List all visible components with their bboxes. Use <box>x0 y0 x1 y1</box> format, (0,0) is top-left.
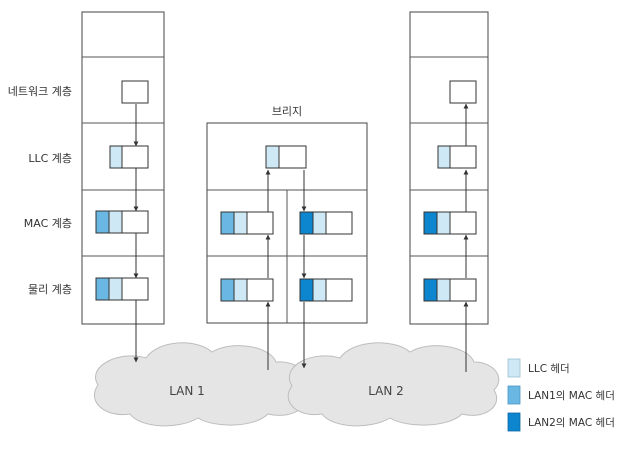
bridge-lan1-mac-packet <box>220 211 274 235</box>
lan1-mac-header-mark <box>95 210 110 234</box>
layer-label-mac: MAC 계층 <box>24 217 72 230</box>
llc-header-mark <box>436 278 451 302</box>
left-network-packet <box>121 80 149 104</box>
right-llc-packet <box>437 145 477 169</box>
lan2-cloud <box>287 342 500 427</box>
llc-header-mark <box>312 211 327 235</box>
legend-llc-label: LLC 헤더 <box>528 362 570 375</box>
lan1-mac-header-mark <box>220 278 235 302</box>
legend-llc-swatch <box>507 358 521 378</box>
right-physical-packet <box>423 278 477 302</box>
bridge-lan2-physical-packet <box>299 278 353 302</box>
lan2-mac-header-mark <box>299 211 314 235</box>
lan1-label: LAN 1 <box>169 384 205 398</box>
lan1-mac-header-mark <box>95 277 110 301</box>
layer-label-physical: 물리 계층 <box>28 283 72 296</box>
legend: LLC 헤더 LAN1의 MAC 헤더 LAN2의 MAC 헤더 <box>507 358 615 432</box>
right-mac-packet <box>423 211 477 235</box>
llc-header-mark <box>233 278 248 302</box>
bridge-label: 브리지 <box>272 105 302 118</box>
left-mac-packet <box>95 210 149 234</box>
llc-header-mark <box>109 145 123 169</box>
legend-lan1-label: LAN1의 MAC 헤더 <box>528 389 615 402</box>
llc-header-mark <box>437 145 451 169</box>
layer-label-network: 네트워크 계층 <box>8 85 72 98</box>
layer-label-llc: LLC 계층 <box>28 152 72 165</box>
lan1-mac-header-mark <box>220 211 235 235</box>
bridge-lan2-mac-packet <box>299 211 353 235</box>
llc-header-mark <box>108 210 123 234</box>
lan2-mac-header-mark <box>423 211 438 235</box>
left-physical-packet <box>95 277 149 301</box>
lan2-mac-header-mark <box>299 278 314 302</box>
llc-header-mark <box>233 211 248 235</box>
llc-header-mark <box>436 211 451 235</box>
left-llc-packet <box>109 145 149 169</box>
llc-header-mark <box>265 145 280 169</box>
bridge-lan1-physical-packet <box>220 278 274 302</box>
llc-header-mark <box>108 277 123 301</box>
right-network-packet <box>449 80 477 104</box>
legend-lan2-label: LAN2의 MAC 헤더 <box>528 416 615 429</box>
legend-lan2-swatch <box>507 412 521 432</box>
legend-lan1-swatch <box>507 385 521 405</box>
lan2-mac-header-mark <box>423 278 438 302</box>
llc-header-mark <box>312 278 327 302</box>
lan2-label: LAN 2 <box>368 384 404 398</box>
bridge-llc-packet <box>265 145 307 169</box>
flow-lines <box>133 103 469 372</box>
